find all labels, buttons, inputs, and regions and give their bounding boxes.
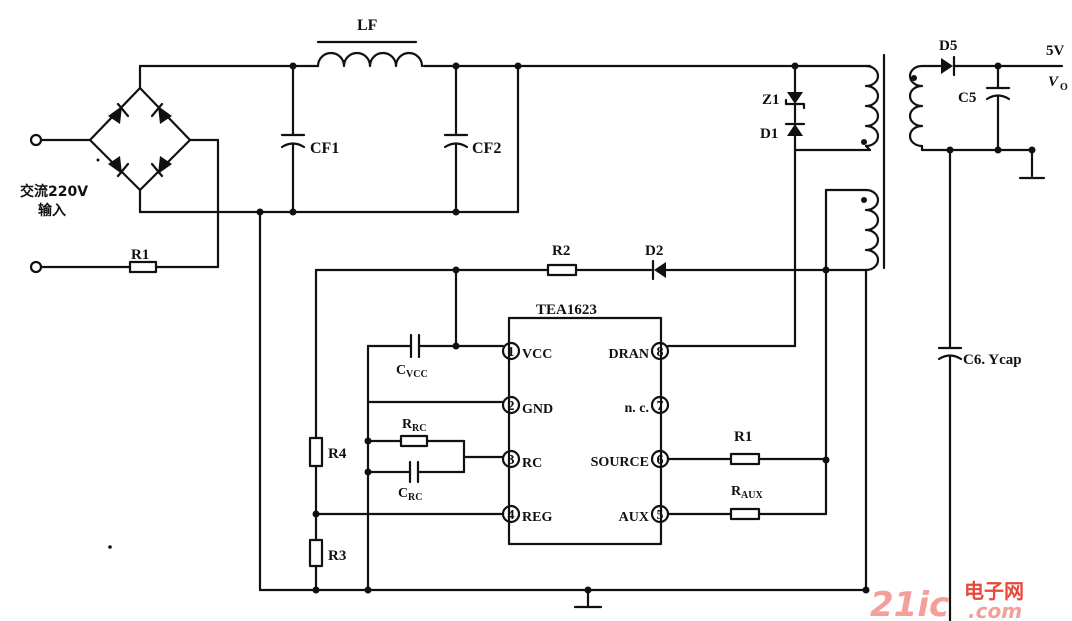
y-capacitor-c6: [937, 148, 963, 621]
ic-pin-5: 5 AUX: [619, 504, 670, 525]
output-ground: [1018, 148, 1046, 180]
output-diode-d5: [920, 55, 1064, 77]
ic-pin-8: 8 DRAN: [609, 341, 670, 362]
svg-text:GND: GND: [522, 402, 553, 417]
r4-label: R4: [328, 446, 347, 462]
d2-label: D2: [645, 243, 663, 259]
cvcc-subscript: VCC: [406, 369, 428, 380]
input-resistor-r1: [128, 260, 220, 274]
ic-tea1623: [507, 316, 663, 546]
primary-ground-rail: [258, 210, 868, 609]
ic-name-label: TEA1623: [536, 302, 597, 318]
speck: [108, 545, 112, 549]
watermark-cn: 电子网: [964, 579, 1024, 603]
bridge-diode: [150, 156, 172, 178]
svg-text:VCC: VCC: [522, 347, 552, 362]
svg-text:6: 6: [657, 453, 664, 468]
crc-label: C: [398, 486, 408, 501]
r1-input-label: R1: [131, 247, 149, 263]
cvcc-label: C: [396, 363, 406, 378]
c5-label: C5: [958, 90, 976, 106]
r1-source-label: R1: [734, 429, 752, 445]
bridge-diode: [108, 156, 130, 178]
input-label-line2: 输入: [38, 202, 66, 219]
capacitor-cvcc: [366, 333, 505, 592]
output-voltage-label: 5V: [1046, 43, 1065, 59]
resistor-r4: [308, 436, 324, 468]
ic-pin-4: 4 REG: [501, 504, 552, 525]
watermark-logo: 21ic 电子网 .com: [870, 579, 1024, 621]
bridge-diode: [108, 102, 130, 124]
vcc-feed-wires: [314, 268, 868, 440]
svg-text:RC: RC: [522, 456, 542, 471]
bridge-diode: [150, 102, 172, 124]
svg-text:5: 5: [657, 508, 664, 523]
ic-pin-6: 6 SOURCE: [591, 449, 670, 470]
r2-label: R2: [552, 243, 570, 259]
vo-label: V: [1048, 74, 1060, 90]
r3-label: R3: [328, 548, 346, 564]
clamp-zener-z1: [784, 64, 806, 124]
z1-label: Z1: [762, 92, 780, 108]
d5-label: D5: [939, 38, 957, 54]
capacitor-cf1: [280, 64, 306, 214]
cf2-label: CF2: [472, 140, 501, 157]
resistor-r3: [308, 538, 324, 568]
svg-text:SOURCE: SOURCE: [591, 455, 649, 470]
svg-text:REG: REG: [522, 510, 552, 525]
capacitor-crc: [366, 439, 505, 484]
bridge-rectifier: [88, 64, 220, 269]
speck: [96, 158, 100, 162]
resistor-r2: [546, 263, 578, 277]
svg-text:n. c.: n. c.: [625, 401, 650, 416]
resistor-raux: [666, 507, 828, 521]
svg-text:8: 8: [657, 345, 664, 360]
capacitor-cf2: [443, 64, 469, 214]
vo-subscript: O: [1060, 82, 1068, 93]
c6-label: C6. Ycap: [963, 352, 1022, 368]
diode-d2: [651, 259, 666, 281]
d1-label: D1: [760, 126, 778, 142]
inductor-lf: [316, 40, 424, 68]
svg-text:AUX: AUX: [619, 510, 649, 525]
input-label-line1: 交流220V: [20, 183, 88, 200]
watermark-21ic: 21ic: [870, 585, 949, 621]
svg-text:1: 1: [508, 345, 515, 360]
svg-text:4: 4: [508, 508, 515, 523]
raux-label: R: [731, 484, 742, 499]
svg-text:3: 3: [508, 453, 515, 468]
svg-text:DRAN: DRAN: [609, 347, 649, 362]
ac-input-terminals: [29, 133, 132, 274]
rrc-label: R: [402, 417, 413, 432]
cf1-label: CF1: [310, 140, 339, 157]
ic-pin-7: 7 n. c.: [625, 395, 670, 416]
transformer-primary-winding: [861, 64, 880, 152]
raux-subscript: AUX: [741, 490, 763, 501]
inductor-label: LF: [357, 17, 378, 34]
rrc-subscript: RC: [412, 423, 426, 434]
output-capacitor-c5: [985, 64, 1011, 152]
crc-subscript: RC: [408, 492, 422, 503]
svg-text:2: 2: [508, 399, 515, 414]
ic-pin-1: 1 VCC: [501, 341, 552, 362]
resistor-r1-source: [666, 452, 828, 466]
svg-text:7: 7: [657, 399, 664, 414]
transformer-secondary-winding: [908, 64, 1034, 152]
transformer-aux-winding: [824, 188, 880, 592]
watermark-com: .com: [968, 599, 1022, 621]
resistor-rrc: [366, 434, 466, 448]
ic-pin-2: 2 GND: [501, 395, 553, 417]
clamp-diode-d1: [784, 122, 806, 152]
ic-pin-3: 3 RC: [501, 449, 542, 471]
